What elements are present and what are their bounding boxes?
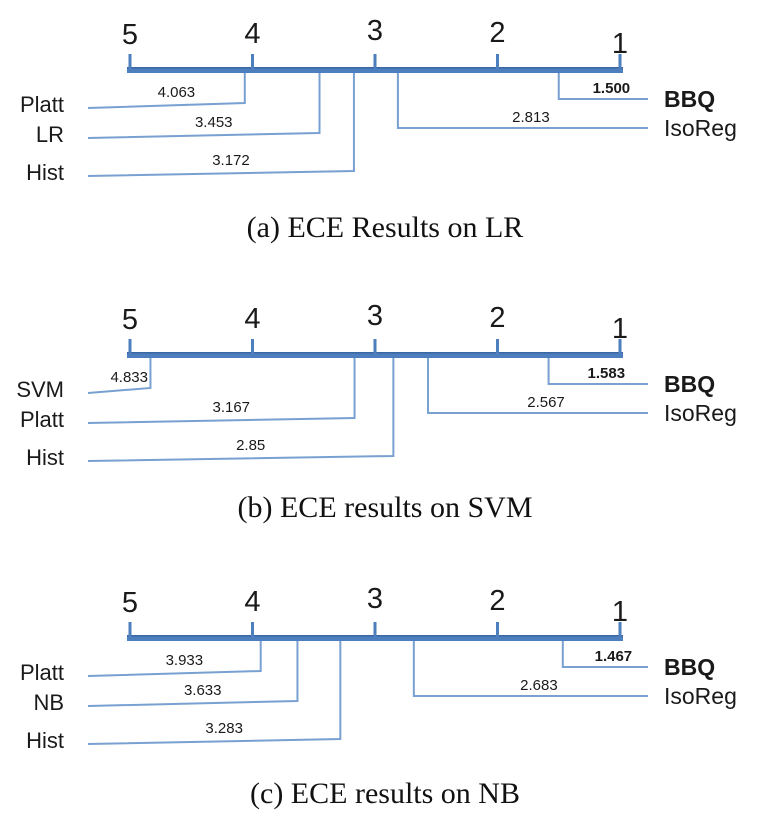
method-label-platt: Platt <box>20 660 64 685</box>
rank-value-platt: 4.063 <box>158 84 196 101</box>
rank-value-platt: 3.167 <box>212 399 250 416</box>
method-label-svm: SVM <box>16 377 64 402</box>
axis-bar <box>127 635 623 641</box>
caption-svm: (b) ECE results on SVM <box>237 491 533 524</box>
rank-value-bbq: 1.500 <box>593 80 631 97</box>
axis-tick-label-2: 2 <box>489 585 505 617</box>
rank-value-bbq: 1.583 <box>588 365 626 382</box>
rank-value-isoreg: 2.683 <box>520 677 558 694</box>
connector-platt <box>87 358 356 424</box>
method-label-bbq: BBQ <box>664 86 715 112</box>
method-label-isoreg: IsoReg <box>664 115 737 141</box>
connector-isoreg <box>412 641 648 697</box>
axis-tick-label-2: 2 <box>489 302 505 334</box>
method-label-bbq: BBQ <box>664 371 715 397</box>
method-label-isoreg: IsoReg <box>664 683 737 709</box>
axis-tick-label-2: 2 <box>489 17 505 49</box>
rank-value-hist: 3.172 <box>212 152 250 169</box>
axis-tick-label-1: 1 <box>612 596 628 628</box>
axis-tick-label-3: 3 <box>367 583 383 615</box>
method-label-hist: Hist <box>26 445 64 470</box>
connector-hist <box>87 641 342 745</box>
method-label-bbq: BBQ <box>664 654 715 680</box>
connector-lr <box>87 73 321 139</box>
axis-tick-label-5: 5 <box>122 304 138 336</box>
rank-value-platt: 3.933 <box>166 652 204 669</box>
axis-tick-label-1: 1 <box>612 313 628 345</box>
rank-value-isoreg: 2.567 <box>527 394 565 411</box>
connector-isoreg <box>396 73 648 129</box>
method-label-platt: Platt <box>20 92 64 117</box>
rank-value-svm: 4.833 <box>110 369 148 386</box>
axis-tick-label-4: 4 <box>244 18 260 50</box>
axis-tick-label-5: 5 <box>122 19 138 51</box>
rank-value-hist: 2.85 <box>236 437 265 454</box>
connector-svm <box>87 358 152 394</box>
connector-bbq <box>561 641 648 668</box>
method-label-lr: LR <box>36 122 64 147</box>
connector-platt <box>87 73 246 109</box>
method-label-platt: Platt <box>20 407 64 432</box>
rank-value-hist: 3.283 <box>205 720 243 737</box>
connector-bbq <box>547 358 648 385</box>
caption-lr: (a) ECE Results on LR <box>246 211 524 244</box>
connector-hist <box>87 73 355 177</box>
connector-nb <box>87 641 299 707</box>
connector-platt <box>87 641 262 677</box>
axis-bar <box>127 352 623 358</box>
method-label-nb: NB <box>33 690 64 715</box>
axis-tick-label-4: 4 <box>244 303 260 335</box>
rank-value-lr: 3.453 <box>195 114 233 131</box>
axis-tick-label-1: 1 <box>612 28 628 60</box>
connector-isoreg <box>427 358 648 414</box>
rank-value-bbq: 1.467 <box>595 648 633 665</box>
method-label-isoreg: IsoReg <box>664 400 737 426</box>
rank-value-nb: 3.633 <box>184 682 222 699</box>
method-label-hist: Hist <box>26 728 64 753</box>
axis-bar <box>127 67 623 73</box>
method-label-hist: Hist <box>26 160 64 185</box>
rank-value-isoreg: 2.813 <box>512 109 550 126</box>
axis-tick-label-4: 4 <box>244 586 260 618</box>
axis-tick-label-5: 5 <box>122 587 138 619</box>
connector-hist <box>87 358 395 462</box>
axis-tick-label-3: 3 <box>367 300 383 332</box>
axis-tick-label-3: 3 <box>367 15 383 47</box>
caption-nb: (c) ECE results on NB <box>250 777 520 810</box>
connector-bbq <box>557 73 648 100</box>
